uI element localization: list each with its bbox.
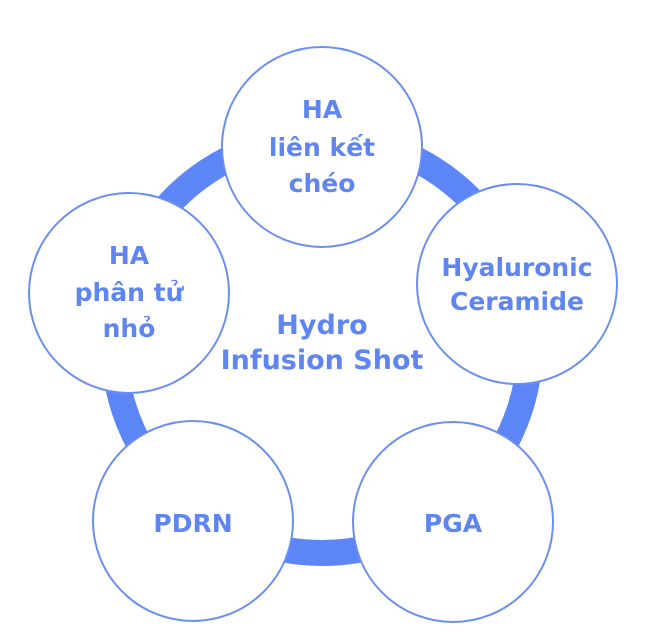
node-left: HA phân tử nhỏ xyxy=(28,192,230,394)
node-right-circle xyxy=(416,183,618,385)
node-left-line-2: phân tử xyxy=(75,278,185,307)
node-right-line-1: Hyaluronic xyxy=(441,253,592,282)
node-top: HA liên kết chéo xyxy=(221,46,423,248)
node-right-line-2: Ceramide xyxy=(450,287,584,316)
node-top-line-1: HA xyxy=(302,95,343,124)
node-right: Hyaluronic Ceramide xyxy=(416,183,618,385)
center-label-line-1: Hydro xyxy=(276,310,367,341)
node-top-line-3: chéo xyxy=(289,169,356,198)
center-label: Hydro Infusion Shot xyxy=(221,310,424,376)
center-label-line-2: Infusion Shot xyxy=(221,345,424,376)
node-bottom-left: PDRN xyxy=(92,420,294,622)
node-bottom-right-line-1: PGA xyxy=(424,509,483,538)
node-left-line-3: nhỏ xyxy=(103,314,156,343)
node-bottom-left-line-1: PDRN xyxy=(153,509,232,538)
node-bottom-left-circle xyxy=(92,420,294,622)
node-top-circle xyxy=(221,46,423,248)
node-bottom-right-circle xyxy=(352,421,554,623)
node-left-line-1: HA xyxy=(109,241,150,270)
node-top-line-2: liên kết xyxy=(269,133,375,162)
node-bottom-right: PGA xyxy=(352,421,554,623)
node-left-circle xyxy=(28,192,230,394)
